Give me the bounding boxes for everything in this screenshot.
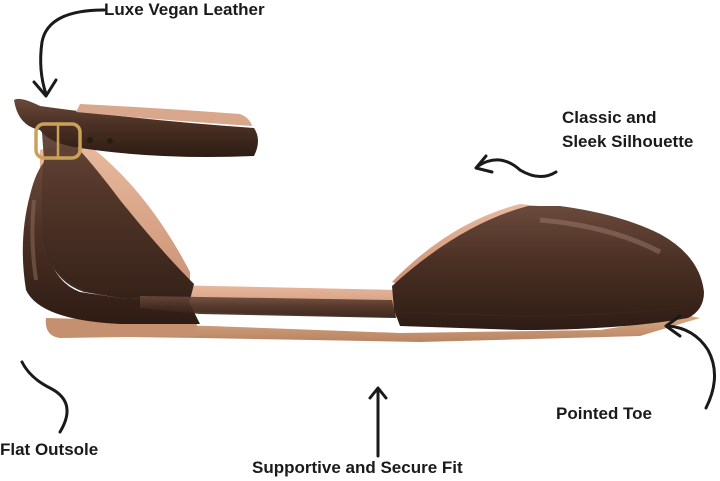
arrow-silhouette-icon bbox=[474, 154, 558, 178]
arrow-toe-icon bbox=[664, 314, 716, 410]
label-outsole: Flat Outsole bbox=[0, 440, 99, 459]
outsole bbox=[47, 316, 700, 342]
label-fit: Supportive and Secure Fit bbox=[252, 458, 463, 477]
arrow-outsole-icon bbox=[20, 360, 69, 434]
heel-collar bbox=[18, 103, 194, 300]
label-toe: Pointed Toe bbox=[556, 404, 653, 423]
ankle-strap-lining bbox=[76, 104, 252, 126]
label-silhouette-line1: Classic and bbox=[562, 108, 657, 127]
label-material: Luxe Vegan Leather bbox=[104, 0, 265, 19]
vamp-edge bbox=[393, 305, 691, 318]
vamp-highlight bbox=[539, 217, 662, 255]
label-silhouette: Classic and Sleek Silhouette bbox=[562, 106, 712, 154]
ankle-strap bbox=[14, 98, 258, 157]
side-strip bbox=[140, 296, 396, 318]
arrow-material-icon bbox=[32, 8, 106, 98]
vamp bbox=[392, 206, 704, 330]
heel-highlight bbox=[30, 199, 38, 281]
arrow-fit-icon bbox=[368, 386, 388, 458]
label-silhouette-line2: Sleek Silhouette bbox=[562, 132, 694, 151]
